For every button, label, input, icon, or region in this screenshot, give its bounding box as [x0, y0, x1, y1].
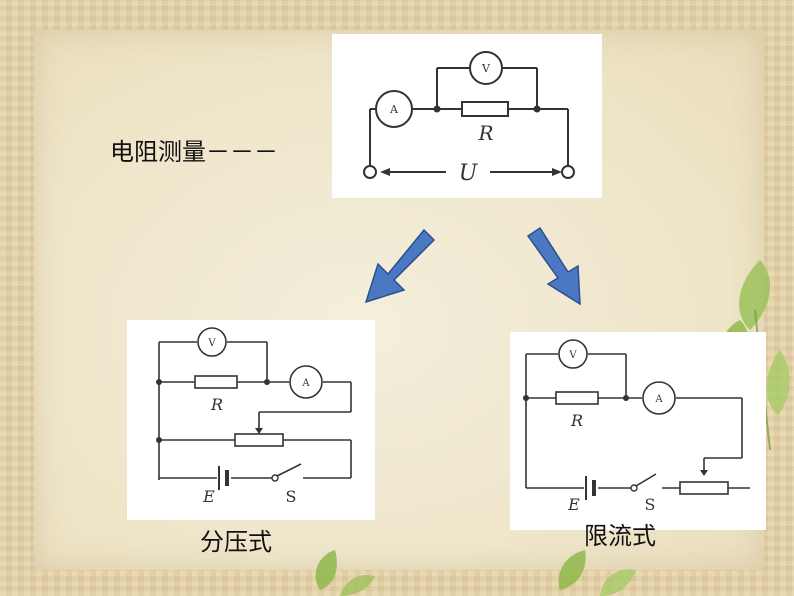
switch-label: S — [286, 487, 297, 506]
battery-label: E — [567, 495, 580, 514]
voltmeter-icon — [558, 339, 588, 369]
switch-contact — [630, 484, 638, 492]
arrow-to-divider-icon — [364, 228, 436, 304]
junction-node — [264, 379, 270, 385]
junction-node — [523, 395, 529, 401]
voltmeter-label: V — [481, 62, 491, 75]
rheostat-icon — [679, 481, 729, 495]
voltmeter-icon — [197, 327, 227, 357]
divider-caption: 分压式 — [200, 528, 272, 556]
voltage-divider-circuit-diagram: V A R E S — [127, 320, 375, 520]
resistor-label: R — [570, 411, 583, 430]
resistor-label: R — [210, 395, 223, 414]
ammeter-icon — [642, 381, 676, 415]
junction-node — [433, 105, 441, 113]
ammeter-label: A — [389, 103, 399, 116]
resistor-label: R — [477, 121, 493, 145]
title-label: 电阻测量－－－ — [110, 138, 278, 166]
resistor-icon — [194, 375, 238, 389]
ammeter-label: A — [301, 378, 310, 389]
ammeter-icon — [289, 365, 323, 399]
ammeter-icon — [375, 90, 413, 128]
current-limiter-circuit-diagram: V A R E S — [510, 332, 766, 530]
terminal-left — [363, 165, 377, 179]
junction-node — [156, 437, 162, 443]
resistor-icon — [555, 391, 599, 405]
voltmeter-icon — [469, 51, 503, 85]
limiter-caption: 限流式 — [584, 522, 656, 550]
leaf-decoration-bottom-right — [558, 550, 636, 596]
rheostat-icon — [234, 433, 284, 447]
junction-node — [533, 105, 541, 113]
ammeter-label: A — [654, 394, 663, 405]
junction-node — [156, 379, 162, 385]
leaf-decoration-bottom — [315, 550, 375, 596]
switch-label: S — [645, 495, 656, 514]
arrow-to-limiter-icon — [526, 226, 581, 306]
terminal-right — [561, 165, 575, 179]
switch-contact — [271, 474, 279, 482]
voltage-label: U — [459, 161, 479, 186]
resistor-icon — [461, 101, 509, 117]
junction-node — [623, 395, 629, 401]
battery-label: E — [202, 487, 215, 506]
measurement-circuit-diagram: V A R U — [332, 34, 602, 198]
voltmeter-label: V — [568, 350, 577, 361]
voltmeter-label: V — [207, 338, 216, 349]
